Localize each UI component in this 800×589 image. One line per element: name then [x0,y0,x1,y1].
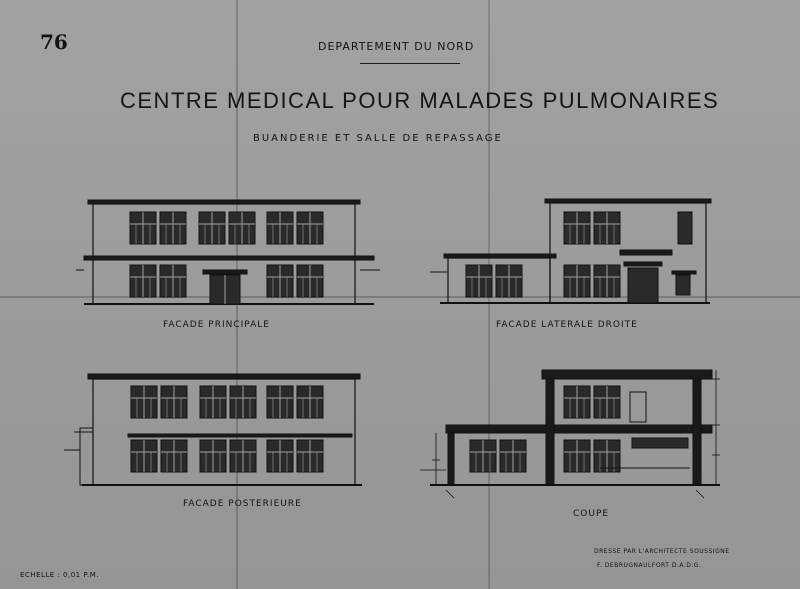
front-elevation [76,199,380,305]
caption-rear-elevation: FACADE POSTERIEURE [183,499,302,509]
sheet-number: 76 [40,30,68,54]
caption-side-elevation: FACADE LATERALE DROITE [496,320,638,330]
drawing-subtitle: BUANDERIE ET SALLE DE REPASSAGE [253,133,503,144]
scale-note: ECHELLE : 0,01 P.M. [20,571,99,579]
department-underline [360,63,460,64]
rear-elevation [64,373,362,486]
side-elevation [430,198,712,304]
department-label: DEPARTEMENT DU NORD [318,40,475,53]
architect-credit-line-2: F. DEBRUGNAULFORT D.A.D.G. [597,562,702,569]
fold-crease-horizontal [0,296,800,298]
section-drawing [420,369,720,499]
drawing-title: CENTRE MEDICAL POUR MALADES PULMONAIRES [120,88,720,113]
caption-front-elevation: FACADE PRINCIPALE [163,320,270,330]
caption-section: COUPE [573,509,610,519]
architect-credit-line-1: DRESSE PAR L'ARCHITECTE SOUSSIGNE [594,548,730,555]
